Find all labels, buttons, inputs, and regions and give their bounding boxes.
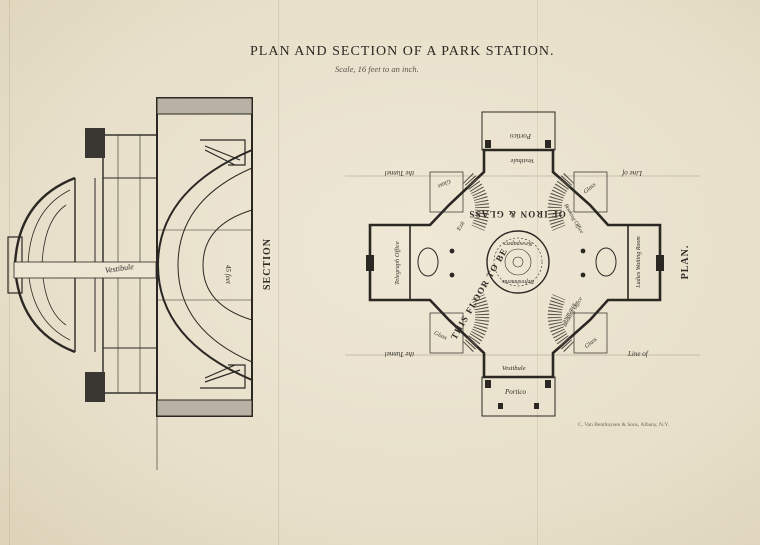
plan-glass-label: Glass [583,182,598,196]
plan-line-of-bottom: Line of [627,350,649,358]
plan-floor-note-1: THIS FLOOR TO BE [449,246,510,341]
section-hall-outline [156,97,253,417]
plan-floor-note-2: OF IRON & GLASS [468,209,565,219]
section-pier-bottom [85,372,105,402]
plan-heading: PLAN. [680,245,691,280]
plan-tunnel-bottom: the Tunnel [385,350,414,358]
center-fold [278,0,280,545]
plan-vestibule-bottom-label: Vestibule [502,365,526,372]
section-great-arch [156,149,253,381]
plan-glass-label: Glass [436,177,452,188]
section-pier-top [85,128,105,158]
drawing-title: PLAN AND SECTION OF A PARK STATION. [250,44,555,59]
plan-glass-label: Glass [584,336,599,350]
plan-drawing: Portico Vestibule Portico Vestibule Line… [345,111,700,417]
plan-exit-label: Exit [456,220,467,233]
section-floor-band [156,399,253,417]
plan-lodge-right [595,247,617,277]
plan-glass-label: Glass [433,330,449,341]
section-roof-band [156,97,253,115]
plan-tunnel-top: the Tunnel [385,169,414,177]
plan-refreshments-label: Refreshments [501,278,535,285]
plan-glass-wing [573,171,608,213]
plan-stair [462,173,490,231]
plan-vestibule-top-label: Vestibule [510,157,534,164]
plan-line-of-top: Line of [621,169,643,177]
page-fold [537,0,538,545]
plan-stair [547,294,575,352]
plan-lodge-left [417,247,439,277]
plan-ladies-waiting-room-label: Ladies Waiting Room [636,236,642,289]
plan-portico-bottom-label: Portico [504,388,526,396]
scale-note: Scale, 16 feet to an inch. [335,64,419,74]
section-inner-arch [177,167,253,363]
plan-glass-wing [573,312,608,354]
plan-outer-walls [368,148,662,379]
plan-booking-office-label: Booking Office [561,295,584,328]
engraver-credit: C. Van Benthuysen & Sons, Albany, N.Y. [578,422,669,428]
section-tunnel-arch [202,209,253,321]
plan-portico-top-label: Portico [510,132,532,140]
plan-newspapers-label: Newspapers [503,240,534,246]
plan-stair [462,294,490,352]
section-stair-top [200,139,246,166]
plan-portico-bottom [481,376,556,417]
page-edge [9,0,10,545]
plan-portico-top [481,111,556,151]
plan-glass-wing [429,171,464,213]
plan-telegraph-office-label: Telegraph Office [394,241,401,285]
section-dimension-label: 45 feet [224,265,232,285]
plan-rotunda [486,230,550,294]
plan-glass-wing [429,312,464,354]
section-drawing: Vestibule 45 feet SECTION [7,97,273,470]
section-vestibule-band [13,261,157,279]
section-stair-bottom [200,364,246,389]
section-heading: SECTION [262,238,273,290]
section-vestibule-label: Vestibule [104,262,134,275]
plan-stair [547,173,575,231]
